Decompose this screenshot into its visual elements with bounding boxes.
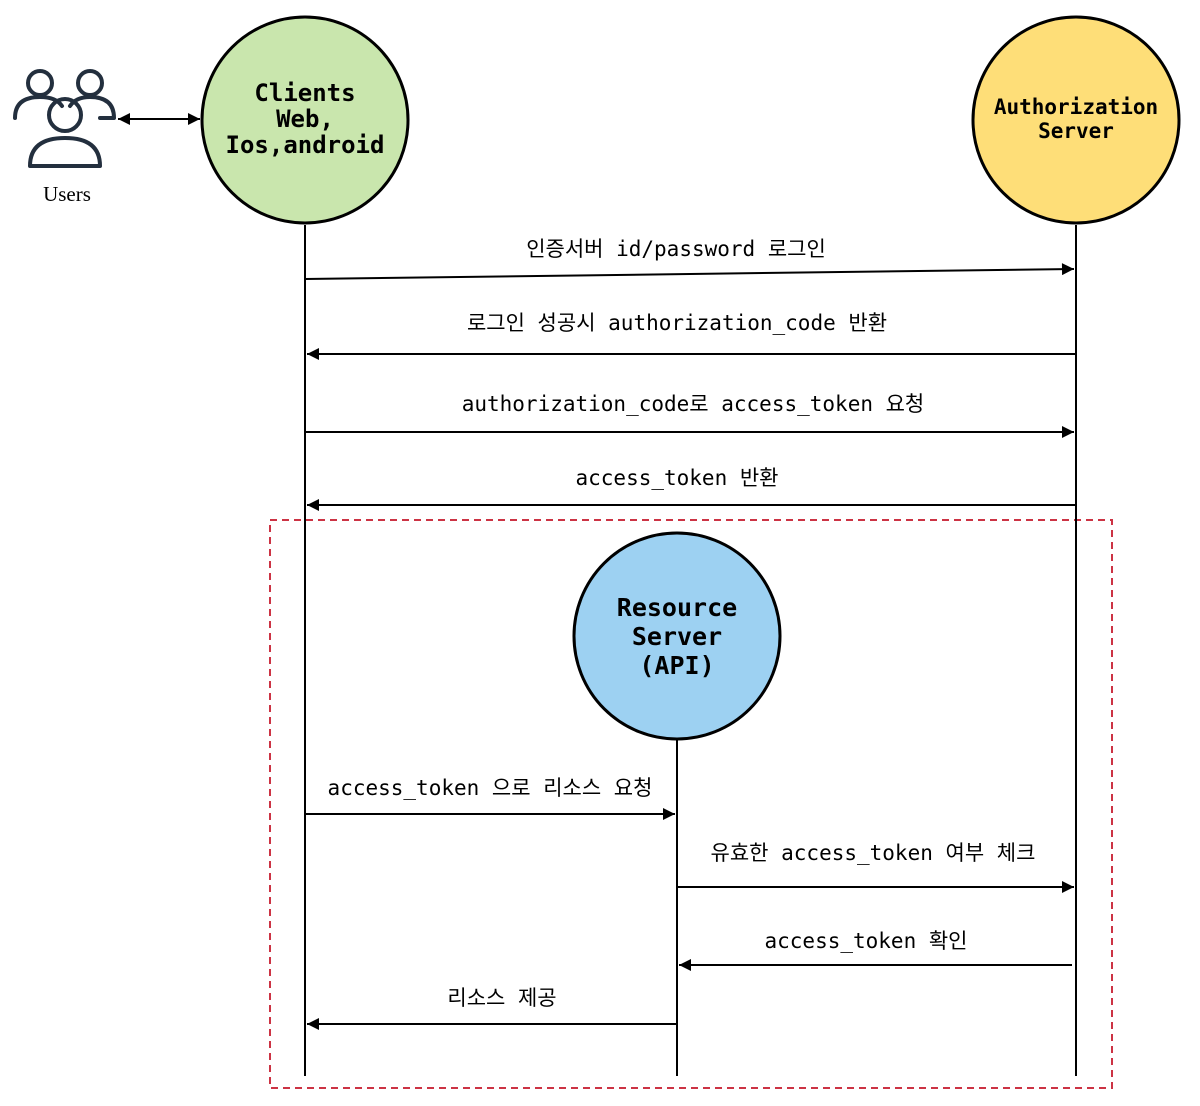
resource-label-line-1: Resource [617, 593, 737, 622]
clients-label-line-1: Clients [254, 79, 355, 107]
resource-label-line-3: (API) [639, 651, 714, 680]
auth-label-line-2: Server [1038, 119, 1114, 143]
clients-label-line-3: Ios,android [226, 131, 385, 159]
users-icon [13, 69, 116, 168]
message-label-8: 리소스 제공 [447, 986, 556, 1010]
clients-label-line-2: Web, [276, 105, 334, 133]
auth-label-line-1: Authorization [994, 95, 1158, 119]
resource-label-line-2: Server [632, 622, 722, 651]
authorization-server-node [971, 15, 1181, 225]
message-label-7: access_token 확인 [765, 929, 968, 953]
resource-server-node [572, 531, 782, 741]
message-label-4: access_token 반환 [576, 466, 779, 490]
clients-node [200, 15, 410, 225]
message-label-1: 인증서버 id/password 로그인 [526, 237, 826, 261]
message-label-6: 유효한 access_token 여부 체크 [711, 841, 1036, 865]
resource-flow-dashed-box [269, 519, 1113, 1089]
message-label-5: access_token 으로 리소스 요청 [328, 776, 653, 800]
users-label: Users [43, 182, 91, 206]
message-label-2: 로그인 성공시 authorization_code 반환 [467, 311, 887, 335]
message-arrow-1 [304, 263, 1075, 280]
message-label-3: authorization_code로 access_token 요청 [462, 392, 925, 416]
